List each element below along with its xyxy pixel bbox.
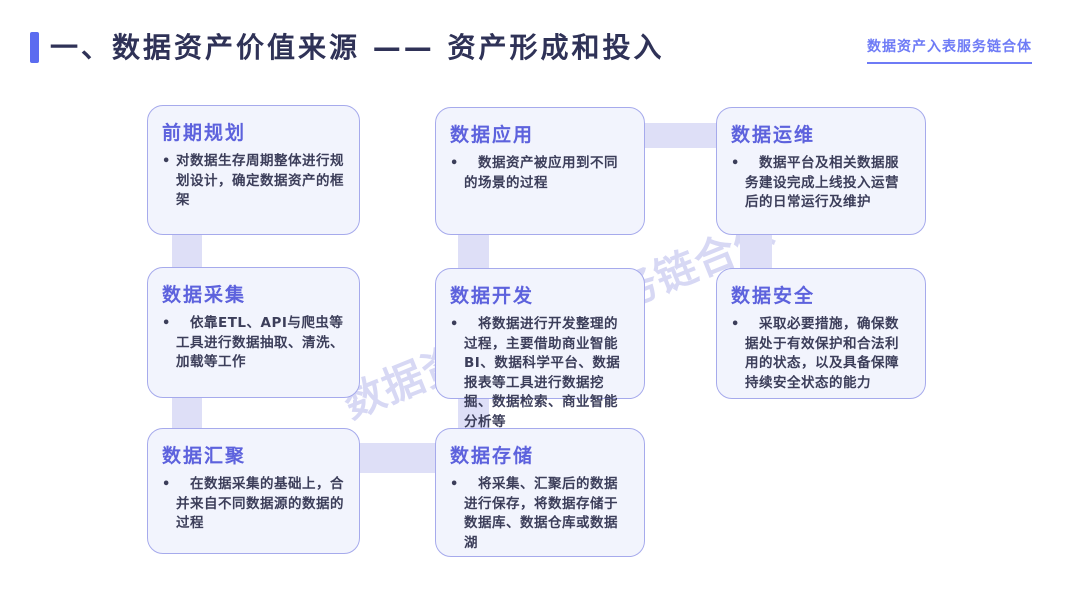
card-title: 数据应用 bbox=[450, 124, 535, 146]
bullet-icon: • bbox=[162, 477, 171, 492]
connector-collection-to-aggregation bbox=[172, 396, 202, 430]
bullet-icon: • bbox=[450, 156, 459, 171]
bullet-icon: • bbox=[450, 317, 459, 332]
bullet-icon: • bbox=[450, 477, 459, 492]
service-chain-link[interactable]: 数据资产入表服务链合体 bbox=[867, 36, 1032, 64]
bullet-icon: • bbox=[162, 154, 171, 169]
card-body: 采取必要措施，确保数据处于有效保护和合法利用的状态，以及具备保障持续安全状态的能… bbox=[745, 316, 899, 391]
bullet-icon: • bbox=[731, 156, 740, 171]
connector-aggregation-to-storage bbox=[358, 443, 437, 473]
card-data-application: 数据应用 • 数据资产被应用到不同的场景的过程 bbox=[435, 107, 645, 235]
bullet-icon: • bbox=[731, 317, 740, 332]
card-data-operations: 数据运维 • 数据平台及相关数据服务建设完成上线投入运营后的日常运行及维护 bbox=[716, 107, 926, 235]
card-data-collection: 数据采集 • 依靠ETL、API与爬虫等工具进行数据抽取、清洗、加载等工作 bbox=[147, 267, 360, 398]
card-body: 依靠ETL、API与爬虫等工具进行数据抽取、清洗、加载等工作 bbox=[176, 315, 344, 371]
card-body: 将数据进行开发整理的过程，主要借助商业智能BI、数据科学平台、数据报表等工具进行… bbox=[464, 316, 621, 430]
connector-development-to-application bbox=[458, 233, 489, 270]
card-body: 在数据采集的基础上，合并来自不同数据源的数据的过程 bbox=[176, 476, 344, 532]
card-body: 将采集、汇聚后的数据进行保存，将数据存储于数据库、数据仓库或数据湖 bbox=[464, 476, 618, 551]
card-title: 数据安全 bbox=[731, 285, 816, 307]
card-title: 数据开发 bbox=[450, 285, 535, 307]
page-title: 一、数据资产价值来源 —— 资产形成和投入 bbox=[50, 31, 665, 64]
connector-application-to-ops bbox=[643, 123, 718, 148]
card-data-aggregation: 数据汇聚 • 在数据采集的基础上，合并来自不同数据源的数据的过程 bbox=[147, 428, 360, 554]
card-title: 数据存储 bbox=[450, 445, 535, 467]
card-title: 数据运维 bbox=[731, 124, 816, 146]
card-data-development: 数据开发 • 将数据进行开发整理的过程，主要借助商业智能BI、数据科学平台、数据… bbox=[435, 268, 645, 430]
card-title: 前期规划 bbox=[162, 122, 247, 144]
title-accent-bar bbox=[30, 32, 39, 63]
card-pre-planning: 前期规划 • 对数据生存周期整体进行规划设计，确定数据资产的框架 bbox=[147, 105, 360, 235]
bullet-icon: • bbox=[162, 316, 171, 331]
connector-planning-to-collection bbox=[172, 233, 202, 269]
card-title: 数据汇聚 bbox=[162, 445, 247, 467]
card-title: 数据采集 bbox=[162, 284, 247, 306]
card-body: 数据平台及相关数据服务建设完成上线投入运营后的日常运行及维护 bbox=[745, 155, 899, 211]
connector-ops-to-security bbox=[740, 233, 772, 270]
card-data-storage: 数据存储 • 将采集、汇聚后的数据进行保存，将数据存储于数据库、数据仓库或数据湖 bbox=[435, 428, 645, 557]
card-body: 对数据生存周期整体进行规划设计，确定数据资产的框架 bbox=[176, 153, 344, 209]
connector-storage-to-development bbox=[458, 397, 489, 430]
card-body: 数据资产被应用到不同的场景的过程 bbox=[464, 155, 618, 191]
card-data-security: 数据安全 • 采取必要措施，确保数据处于有效保护和合法利用的状态，以及具备保障持… bbox=[716, 268, 926, 399]
